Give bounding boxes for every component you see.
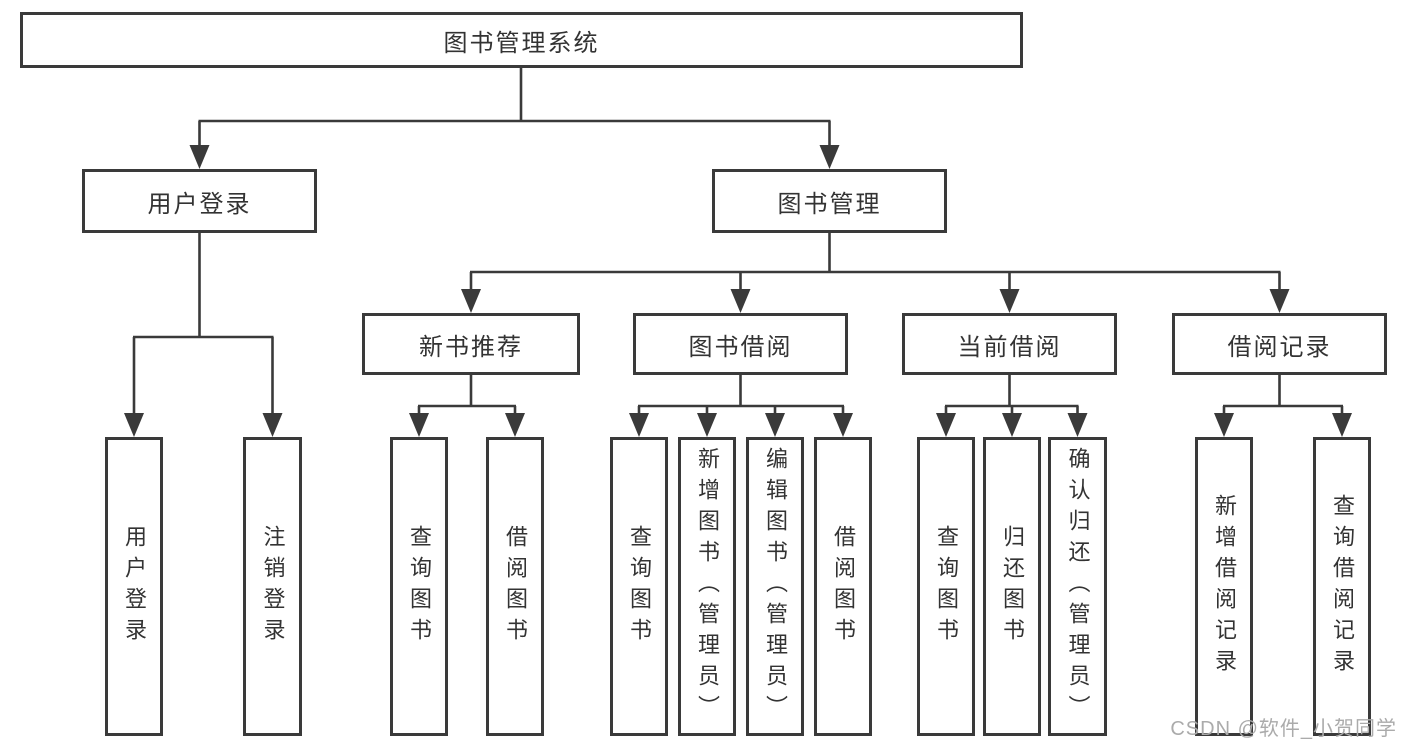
leaf-newrec-query-books: 查询图书 [390, 437, 448, 736]
node-current-borrowing: 当前借阅 [902, 313, 1117, 375]
leaf-borrow-add-books-admin: 新增图书（管理员） [678, 437, 736, 736]
node-borrowing-records: 借阅记录 [1172, 313, 1387, 375]
node-library-management-system: 图书管理系统 [20, 12, 1023, 68]
leaf-borrow-query-books: 查询图书 [610, 437, 668, 736]
node-new-book-recommendation: 新书推荐 [362, 313, 580, 375]
leaf-newrec-borrow-books: 借阅图书 [486, 437, 544, 736]
leaf-current-confirm-return-admin: 确认归还（管理员） [1048, 437, 1107, 736]
leaf-current-return-books: 归还图书 [983, 437, 1041, 736]
leaf-records-add-borrow-record: 新增借阅记录 [1195, 437, 1253, 736]
leaf-records-query-borrow-record: 查询借阅记录 [1313, 437, 1371, 736]
leaf-logout: 注销登录 [243, 437, 302, 736]
node-book-borrowing: 图书借阅 [633, 313, 848, 375]
node-book-management: 图书管理 [712, 169, 947, 233]
leaf-borrow-edit-books-admin: 编辑图书（管理员） [746, 437, 804, 736]
csdn-watermark: CSDN @软件_小贺同学 [1170, 718, 1397, 740]
leaf-borrow-borrow-books: 借阅图书 [814, 437, 872, 736]
leaf-user-login: 用户登录 [105, 437, 163, 736]
node-user-login: 用户登录 [82, 169, 317, 233]
leaf-current-query-books: 查询图书 [917, 437, 975, 736]
